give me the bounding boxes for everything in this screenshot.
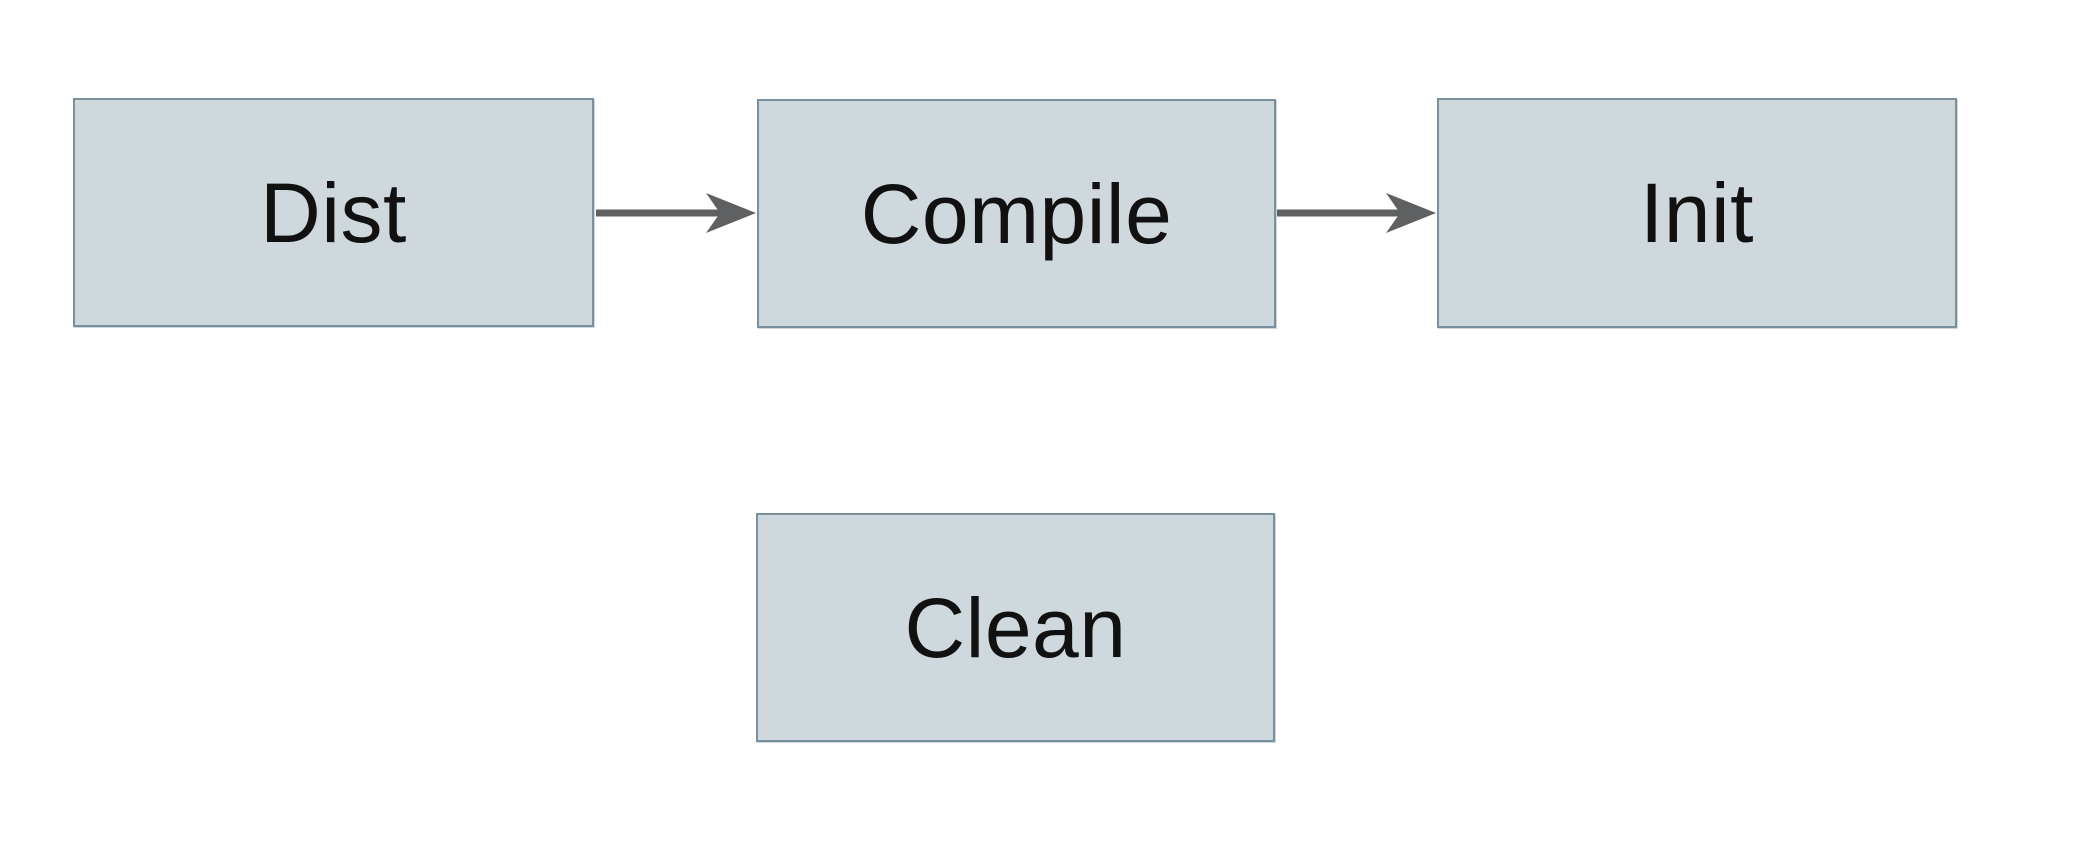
node-init: Init [1437,98,1957,328]
arrow-compile-to-init-head [1386,193,1436,233]
node-compile: Compile [757,99,1276,328]
node-compile-label: Compile [860,166,1173,261]
node-dist-label: Dist [260,165,407,260]
node-dist: Dist [73,98,594,327]
node-clean-label: Clean [904,580,1127,675]
arrow-dist-to-compile [596,193,756,233]
arrow-dist-to-compile-head [706,193,756,233]
arrow-compile-to-init [1277,193,1436,233]
node-init-label: Init [1639,166,1755,260]
node-clean: Clean [756,513,1275,742]
